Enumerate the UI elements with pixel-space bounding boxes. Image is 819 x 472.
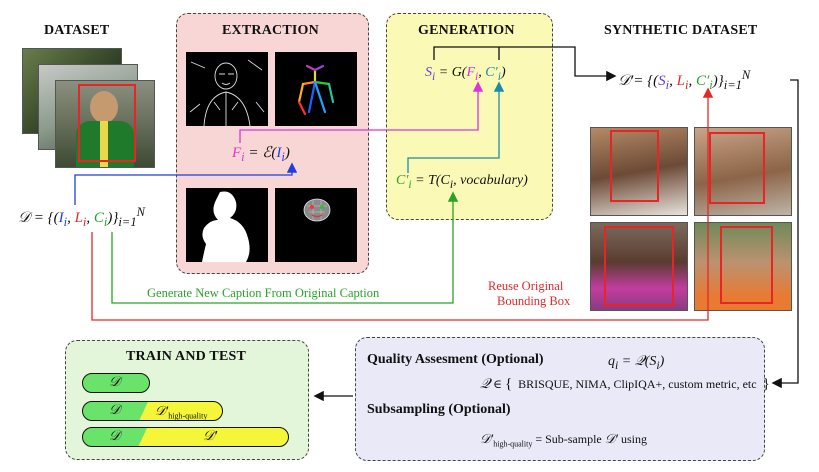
- train-test-heading: TRAIN AND TEST: [126, 349, 247, 364]
- synthetic-dataset-heading: SYNTHETIC DATASET: [604, 23, 758, 38]
- train-bar-high-quality: 𝒟 𝒟′high-quality: [82, 401, 223, 421]
- synthetic-image-4: [694, 222, 792, 311]
- dataset-heading: DATASET: [44, 23, 110, 38]
- train-bar-synthetic: 𝒟 𝒟′: [82, 427, 289, 447]
- dataset-image-front: [55, 80, 155, 168]
- train-bar-original: 𝒟: [82, 373, 150, 393]
- subsample-formula: 𝒟′high-quality = Sub-sample 𝒟′ using: [480, 431, 647, 449]
- synthetic-formula: 𝒟′= {(Si, Li, C′i)}i=1N: [618, 68, 751, 92]
- arrow-features-to-generator: [239, 81, 484, 143]
- train-bar-hq-right-label: 𝒟′high-quality: [155, 403, 208, 421]
- caption-formula: C′i = T(Ci, vocabulary): [396, 173, 528, 191]
- extraction-heading: EXTRACTION: [222, 23, 319, 38]
- reuse-bbox-label-line1: Reuse Original: [488, 279, 564, 293]
- arrow-synthetic-to-quality: [771, 79, 799, 389]
- synthetic-bbox-2: [709, 132, 765, 204]
- synthetic-image-3: [590, 222, 688, 311]
- arrow-generator-to-synthetic: [433, 46, 614, 76]
- synthetic-bbox-3: [604, 226, 674, 306]
- generate-caption-label: Generate New Caption From Original Capti…: [147, 286, 380, 300]
- pose-skeleton-image: [275, 52, 357, 126]
- arrow-caption-to-generator: [407, 81, 505, 173]
- train-bar-syn-right-label: 𝒟′: [203, 429, 218, 444]
- synthetic-bbox-1: [610, 130, 659, 202]
- synthetic-bbox-4: [720, 226, 773, 304]
- quality-metric-set: 𝒬 ∈ { BRISQUE, NIMA, ClipIQA+, custom me…: [480, 376, 770, 392]
- quality-panel: [355, 337, 765, 461]
- reuse-bbox-label-line2: Bounding Box: [497, 294, 571, 308]
- feature-formula: Fi = ℰ(Ii): [232, 145, 290, 164]
- segmentation-mask-image: [186, 188, 268, 262]
- train-bar-hq-left-label: 𝒟: [109, 403, 121, 418]
- face-mesh-image: [275, 188, 357, 262]
- arrow-bbox-reuse: [91, 87, 714, 321]
- synthesis-formula: Si = G(Fi, C′i): [425, 65, 506, 83]
- dataset-bounding-box: [78, 84, 136, 162]
- train-bar-syn-left-label: 𝒟: [109, 429, 121, 444]
- quality-score-formula: qi = 𝒬(Si): [608, 354, 665, 372]
- subsampling-title: Subsampling (Optional): [367, 402, 511, 417]
- quality-assessment-title: Quality Assesment (Optional): [367, 352, 544, 367]
- arrow-image-to-extractor: [74, 162, 298, 205]
- arrow-caption-to-translator: [111, 191, 459, 304]
- train-bar-original-label: 𝒟: [109, 375, 121, 390]
- edge-map-image: [186, 52, 268, 127]
- generation-heading: GENERATION: [418, 23, 515, 38]
- dataset-formula: 𝒟 = {(Ii, Li, Ci)}i=1N: [18, 205, 145, 229]
